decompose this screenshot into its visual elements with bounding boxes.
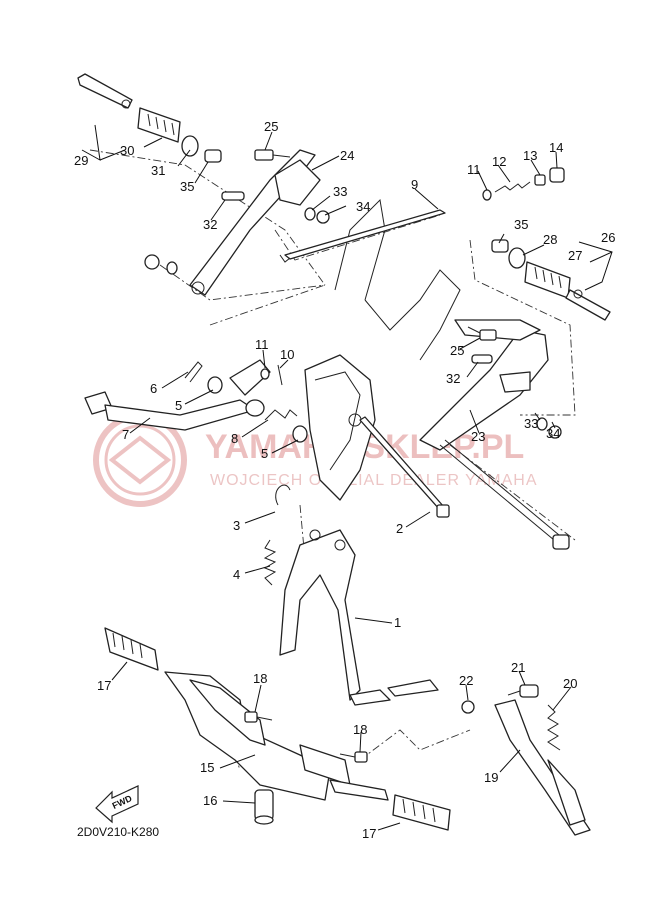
- label-part-24: 24: [340, 148, 354, 163]
- label-part-32-right: 32: [446, 371, 460, 386]
- label-part-32-top: 32: [203, 217, 217, 232]
- label-part-34-top: 34: [356, 199, 370, 214]
- part-15-bracket: [164, 671, 389, 801]
- part-20-spring: [547, 704, 561, 751]
- part-7-pedal: [84, 359, 271, 431]
- label-part-31: 31: [151, 163, 165, 178]
- label-part-21: 21: [511, 660, 525, 675]
- part-35-pin-right: [491, 239, 509, 253]
- label-part-11-top: 11: [467, 162, 481, 177]
- part-30-footrest: [137, 107, 181, 143]
- label-part-20: 20: [563, 676, 577, 691]
- label-part-15: 15: [200, 760, 214, 775]
- label-part-1: 1: [394, 615, 401, 630]
- part-34-nut: [316, 210, 330, 224]
- label-part-2: 2: [396, 521, 403, 536]
- label-part-8: 8: [231, 431, 238, 446]
- label-part-34-right: 34: [546, 426, 560, 441]
- part-6-pin: [184, 361, 203, 383]
- label-part-22: 22: [459, 673, 473, 688]
- part-9-rod: [279, 209, 446, 263]
- label-part-27: 27: [568, 248, 582, 263]
- frame-section: [304, 198, 461, 501]
- part-8-spring: [264, 409, 298, 421]
- axle-long: [439, 439, 570, 550]
- label-part-3: 3: [233, 518, 240, 533]
- part-31-washer: [181, 135, 199, 157]
- part-labels: 1 2 3 4 5 5 6 7 8 10 11 11 12 13 14 9 15…: [74, 119, 615, 841]
- label-part-5-lower: 5: [261, 446, 268, 461]
- label-part-28: 28: [543, 232, 557, 247]
- label-part-9: 9: [411, 177, 418, 192]
- label-part-23: 23: [471, 429, 485, 444]
- part-5-washer-lower: [292, 425, 308, 443]
- label-part-25-right: 25: [450, 343, 464, 358]
- label-part-26: 26: [601, 230, 615, 245]
- part-14-nut: [549, 167, 565, 183]
- watermark-tagline: WOJCIECH ODDZIAL DEALER YAMAHA: [210, 472, 538, 489]
- part-12-spring: [494, 181, 531, 193]
- label-part-35-top: 35: [180, 179, 194, 194]
- part-4-spring: [263, 539, 277, 586]
- part-1-center-stand: [279, 529, 439, 706]
- part-33-washer-lower: [536, 417, 548, 431]
- part-35-pin: [204, 149, 222, 163]
- part-33-washer: [304, 207, 316, 221]
- label-part-16: 16: [203, 793, 217, 808]
- part-10-pin: [277, 364, 283, 386]
- label-part-29: 29: [74, 153, 88, 168]
- part-2-bolt: [359, 416, 450, 518]
- nut-pair-left: [144, 254, 178, 275]
- part-32-pin-lower: [471, 354, 493, 364]
- fwd-arrow-icon: FWD: [95, 785, 139, 824]
- part-27-footrest: [524, 261, 571, 299]
- part-19-side-stand: [494, 699, 591, 836]
- part-11-washer-mid: [260, 368, 270, 380]
- label-part-6: 6: [150, 381, 157, 396]
- label-part-5-upper: 5: [175, 398, 182, 413]
- label-part-30: 30: [120, 143, 134, 158]
- part-22-nut: [461, 700, 475, 714]
- part-23-arm: [419, 319, 549, 451]
- label-part-17-right: 17: [362, 826, 376, 841]
- part-17-footrest-right: [392, 794, 451, 831]
- label-part-25-top: 25: [264, 119, 278, 134]
- part-11-washer: [482, 189, 492, 201]
- leader-lines: [81, 124, 613, 831]
- part-21-bolt: [507, 684, 539, 698]
- label-part-35-right: 35: [514, 217, 528, 232]
- watermark-logo-icon: [93, 413, 187, 507]
- label-part-11-mid: 11: [255, 337, 269, 352]
- label-part-12: 12: [492, 154, 506, 169]
- label-part-18-left: 18: [253, 671, 267, 686]
- part-17-footrest-left: [104, 627, 159, 671]
- label-part-4: 4: [233, 567, 240, 582]
- label-part-18-right: 18: [353, 722, 367, 737]
- part-3-spring: [275, 484, 291, 506]
- part-26-shaft: [565, 289, 611, 321]
- part-5-washer-upper: [207, 376, 223, 394]
- part-28-washer: [508, 247, 526, 269]
- part-24-arm: [189, 149, 321, 296]
- label-part-7: 7: [122, 427, 129, 442]
- part-25-bolt: [254, 149, 291, 161]
- part-29-shaft: [77, 73, 133, 109]
- part-18-bolt-left: [244, 711, 273, 723]
- diagram-code: 2D0V210-K280: [77, 825, 159, 839]
- part-18-bolt-right: [339, 751, 368, 763]
- label-part-33-top: 33: [333, 184, 347, 199]
- label-part-19: 19: [484, 770, 498, 785]
- part-32-pin: [221, 191, 245, 201]
- label-part-10: 10: [280, 347, 294, 362]
- label-part-13: 13: [523, 148, 537, 163]
- label-part-17-left: 17: [97, 678, 111, 693]
- label-part-33-right: 33: [524, 416, 538, 431]
- part-16-damper: [254, 789, 274, 825]
- part-34-nut-lower: [548, 425, 562, 439]
- label-part-14: 14: [549, 140, 563, 155]
- part-13-nut: [534, 174, 546, 186]
- part-25-bolt-lower: [467, 326, 497, 341]
